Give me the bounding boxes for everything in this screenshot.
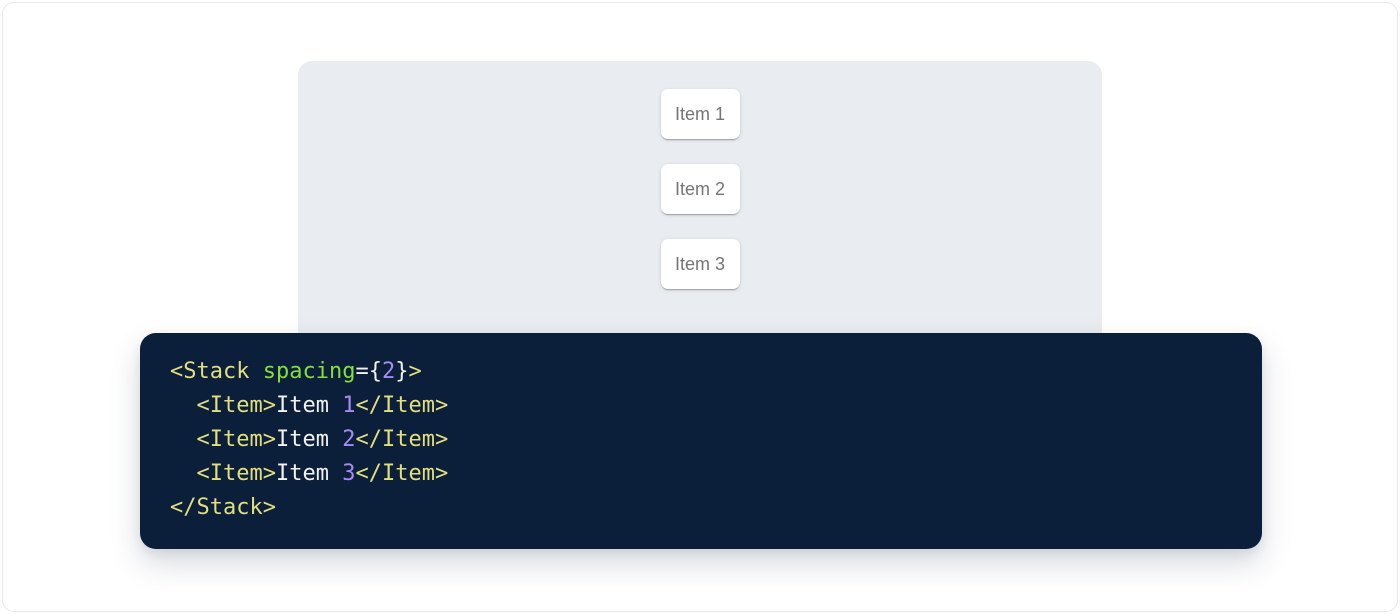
stack-item: Item 3 bbox=[660, 239, 740, 289]
stack-demo: Item 1 Item 2 Item 3 bbox=[298, 61, 1102, 289]
code-line: <Item>Item 2</Item> bbox=[196, 427, 449, 452]
code-line: </Stack> bbox=[170, 495, 276, 520]
demo-preview-panel: Item 1 Item 2 Item 3 bbox=[298, 61, 1102, 361]
code-line: <Stack spacing={2}> bbox=[170, 359, 422, 384]
stack-item: Item 1 bbox=[660, 89, 740, 139]
stack-item: Item 2 bbox=[660, 164, 740, 214]
code-line: <Item>Item 1</Item> bbox=[196, 393, 449, 418]
code-block: <Stack spacing={2}> <Item>Item 1</Item> … bbox=[140, 333, 1262, 549]
code-line: <Item>Item 3</Item> bbox=[196, 461, 449, 486]
